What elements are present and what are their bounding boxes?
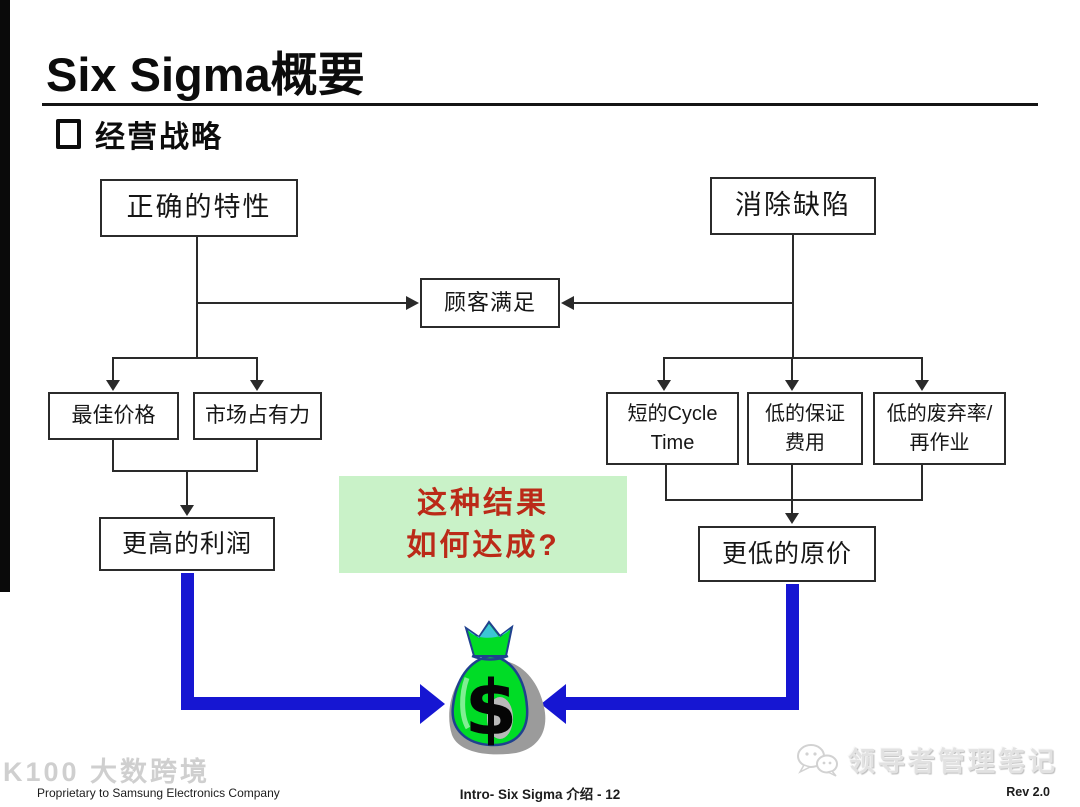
- arrowhead-right-icon: [406, 296, 419, 310]
- box-low-warranty-line1: 低的保证: [765, 402, 845, 425]
- connector-to-market-share: [256, 357, 258, 382]
- box-short-cycle-time: 短的Cycle Time: [606, 392, 739, 465]
- section-heading-label: 经营战略: [95, 121, 223, 154]
- box-short-cycle-time-line2: Time: [650, 431, 695, 454]
- money-bag-top: [464, 620, 514, 657]
- box-low-scrap-line2: 再作业: [909, 431, 970, 454]
- arrowhead-down-icon: [785, 513, 799, 524]
- arrowhead-down-icon: [785, 380, 799, 391]
- box-short-cycle-time-line1: 短的Cycle: [627, 402, 718, 425]
- blue-arrow-right-vertical: [786, 584, 799, 710]
- connector-right-branch: [663, 357, 923, 359]
- blue-arrow-right-horizontal: [566, 697, 799, 710]
- arrowhead-down-icon: [180, 505, 194, 516]
- slide-left-edge-bar: [0, 0, 10, 592]
- box-lower-cost: 更低的原价: [698, 526, 876, 582]
- arrowhead-down-icon: [106, 380, 120, 391]
- arrowhead-down-icon: [915, 380, 929, 391]
- connector-left-join: [112, 470, 258, 472]
- money-bag-opening: [468, 624, 510, 638]
- section-heading: 经营战略: [56, 112, 223, 156]
- square-bullet-icon: [56, 119, 81, 149]
- connector-left-branch: [112, 357, 258, 359]
- box-low-scrap-rework: 低的废弃率/ 再作业: [873, 392, 1006, 465]
- watermark-bottom-left: K100 大数跨境: [3, 757, 211, 787]
- title-underline: [42, 103, 1038, 106]
- blue-arrow-left-horizontal: [181, 697, 421, 710]
- highlight-question-line2: 如何达成?: [406, 528, 560, 562]
- money-bag-tie: [471, 654, 509, 661]
- footer-slide-label: Intro- Six Sigma 介绍 - 12: [459, 787, 621, 802]
- arrowhead-left-icon: [561, 296, 574, 310]
- dollar-sign: $: [465, 663, 518, 752]
- box-market-share: 市场占有力: [193, 392, 322, 440]
- highlight-question-box: 这种结果 如何达成?: [339, 476, 627, 573]
- money-bag-inner-shade: [487, 697, 513, 739]
- connector-to-lower-cost: [791, 465, 793, 515]
- wechat-icon: [797, 743, 838, 777]
- connector-to-customer-right: [574, 302, 793, 304]
- connector-to-higher-profit: [186, 470, 188, 506]
- connector-market-share-down: [256, 440, 258, 471]
- box-low-scrap-line1: 低的废弃率/: [886, 402, 993, 425]
- money-bag-icon: $: [449, 620, 546, 755]
- connector-to-warranty: [791, 357, 793, 382]
- watermark-bottom-right-text: 领导者管理笔记: [848, 747, 1058, 777]
- connector-to-scrap: [921, 357, 923, 382]
- highlight-question-line1: 这种结果: [417, 486, 549, 520]
- connector-to-cycle-time: [663, 357, 665, 382]
- page-title: Six Sigma概要: [46, 48, 365, 101]
- connector-correct-down: [196, 237, 198, 358]
- box-higher-profit: 更高的利润: [99, 517, 275, 571]
- blue-arrowhead-right-icon: [420, 684, 445, 724]
- watermark-bottom-right: 领导者管理笔记: [794, 740, 1058, 779]
- box-low-warranty-cost: 低的保证 费用: [747, 392, 863, 465]
- footer-revision: Rev 2.0: [1006, 785, 1050, 799]
- connector-cycle-down: [665, 465, 667, 500]
- connector-to-best-price: [112, 357, 114, 382]
- connector-best-price-down: [112, 440, 114, 471]
- box-best-price: 最佳价格: [48, 392, 179, 440]
- money-bag-highlight: [460, 677, 471, 730]
- connector-defects-down: [792, 235, 794, 358]
- box-eliminate-defects: 消除缺陷: [710, 177, 876, 235]
- blue-arrow-left-vertical: [181, 573, 194, 710]
- connector-right-join: [665, 499, 923, 501]
- connector-to-customer-left: [196, 302, 407, 304]
- box-correct-characteristics: 正确的特性: [100, 179, 298, 237]
- arrowhead-down-icon: [250, 380, 264, 391]
- connector-scrap-down: [921, 465, 923, 500]
- box-low-warranty-line2: 费用: [785, 431, 825, 454]
- footer-proprietary-text: Proprietary to Samsung Electronics Compa…: [37, 786, 280, 800]
- arrowhead-down-icon: [657, 380, 671, 391]
- box-customer-satisfaction: 顾客满足: [420, 278, 560, 328]
